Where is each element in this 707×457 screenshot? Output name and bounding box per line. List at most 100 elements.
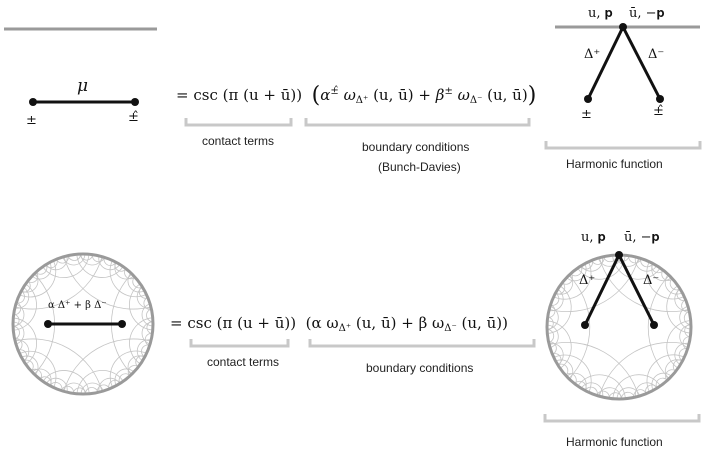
disk-propagator-endpoint-left <box>44 320 52 328</box>
tiling-geodesic <box>548 288 564 312</box>
disk-bulk-point-left <box>581 321 589 329</box>
contact-terms-label-bottom: contact terms <box>207 355 280 369</box>
boundary-conditions-label: boundary conditions <box>362 140 470 154</box>
tiling-geodesic <box>568 275 591 379</box>
bulk-point-right <box>656 95 664 103</box>
disk-bulk-to-boundary-plus <box>583 254 621 326</box>
harmonic-left-end-label: ± <box>581 107 592 122</box>
harmonic-top-left-label: u, 𝐩 <box>588 6 613 21</box>
tiling-geodesic <box>547 324 559 349</box>
tiling-geodesic <box>98 255 121 271</box>
bulk-to-boundary-plus <box>586 26 625 100</box>
disk-propagator-label: α Δ⁺ + β Δ⁻ <box>48 300 107 311</box>
tiling-geodesic <box>19 350 57 388</box>
tiling-geodesic <box>42 254 90 279</box>
harmonic-top-right-label: ū, −𝐩 <box>629 6 665 21</box>
harmonic-function-label: Harmonic function <box>566 157 663 171</box>
tiling-geodesic <box>109 350 147 388</box>
tiling-geodesic <box>566 263 587 282</box>
tiling-geodesic <box>146 308 153 322</box>
tiling-geodesic <box>674 342 690 366</box>
tiling-geodesic <box>577 374 626 399</box>
bulk-to-boundary-minus <box>621 26 662 100</box>
tiling-geodesic <box>76 369 124 394</box>
bulk-point-left <box>584 95 592 103</box>
tiling-geodesic <box>136 339 152 362</box>
tiling-geodesic <box>129 317 153 365</box>
tiling-geodesic <box>63 256 151 310</box>
disk-propagator-endpoint-right <box>118 320 126 328</box>
tiling-geodesic <box>651 372 672 391</box>
tiling-geodesic <box>646 261 685 300</box>
boundary-conditions-bracket <box>304 118 531 127</box>
tiling-geodesic <box>13 317 38 365</box>
boundary-conditions-label-bottom: boundary conditions <box>366 361 474 375</box>
tiling-geodesic <box>21 355 39 376</box>
tiling-geodesic <box>647 275 670 379</box>
tiling-geodesic <box>114 368 135 386</box>
tiling-geodesic <box>580 382 604 398</box>
tiling-geodesic <box>127 272 145 293</box>
tiling-geodesic <box>612 374 661 399</box>
mu-label: μ <box>77 76 89 96</box>
tiling-geodesic <box>109 260 147 298</box>
disk-boundary-point <box>615 251 623 259</box>
disk-bulk-point-right <box>650 321 658 329</box>
disk-delta-plus-label: Δ⁺ <box>579 273 596 288</box>
contact-terms-bracket <box>184 118 293 127</box>
tiling-geodesic <box>76 254 124 278</box>
tiling-geodesic <box>80 382 104 394</box>
tiling-geodesic <box>646 354 685 393</box>
tiling-geodesic <box>555 359 574 380</box>
bottom-equation: = csc (π (u + ū)) (α ωΔ⁺ (u, ū) + β ωΔ⁻ … <box>170 314 508 334</box>
harmonic-right-end-label: ±̂ <box>653 104 664 119</box>
tiling-geodesic <box>616 387 641 399</box>
top-equation: = csc (π (u + ū)) (α±̂ ωΔ⁺ (u, ū) + β± ω… <box>176 83 537 108</box>
tiling-geodesic <box>549 342 640 397</box>
delta-plus-label: Δ⁺ <box>584 47 601 62</box>
tiling-geodesic <box>553 261 592 300</box>
tiling-geodesic <box>666 285 691 334</box>
tiling-geodesic <box>598 257 689 312</box>
harmonic-function-label-bottom: Harmonic function <box>566 435 663 449</box>
tiling-geodesic <box>13 283 37 331</box>
harmonic-function-bracket-bottom <box>543 414 701 423</box>
propagator-endpoint-right <box>131 98 139 106</box>
propagator-right-end-label: ±̂ <box>128 110 139 125</box>
contact-terms-label: contact terms <box>202 134 275 148</box>
disk-boundary-right <box>545 253 693 401</box>
disk-bulk-to-boundary-minus <box>617 254 656 326</box>
tiling-geodesic <box>683 311 691 325</box>
boundary-conditions-bracket-bottom <box>308 339 536 348</box>
propagator-endpoint-left <box>29 98 37 106</box>
disk-delta-minus-label: Δ⁻ <box>643 273 660 288</box>
delta-minus-label: Δ⁻ <box>648 47 665 62</box>
tiling-geodesic <box>549 257 640 312</box>
disk-top-left-label: u, 𝐩 <box>581 230 606 245</box>
tiling-geodesic <box>62 254 86 266</box>
tiling-geodesic <box>42 370 90 394</box>
disk-top-right-label: ū, −𝐩 <box>624 230 660 245</box>
tiling-geodesic <box>45 377 68 393</box>
tiling-geodesic <box>666 320 691 369</box>
tiling-geodesic <box>679 305 691 330</box>
boundary-point <box>619 23 627 31</box>
contact-terms-bracket-bottom <box>189 339 290 348</box>
tiling-geodesic <box>13 321 25 345</box>
tiling-geodesic <box>31 262 52 280</box>
tiling-geodesic <box>63 338 151 392</box>
tiling-geodesic <box>128 283 153 331</box>
tiling-geodesic <box>634 256 658 272</box>
bunch-davies-label: (Bunch-Davies) <box>378 160 461 174</box>
disk-boundary-left <box>11 252 155 396</box>
tiling-geodesic <box>15 256 103 310</box>
propagator-left-end-label: ± <box>26 113 37 128</box>
tiling-geodesic <box>598 342 689 397</box>
tiling-geodesic <box>15 338 103 392</box>
tiling-geodesic <box>19 260 57 298</box>
tiling-geodesic <box>553 354 592 393</box>
tiling-geodesic <box>141 303 153 327</box>
harmonic-function-bracket <box>544 141 702 150</box>
tiling-geodesic <box>547 285 572 334</box>
